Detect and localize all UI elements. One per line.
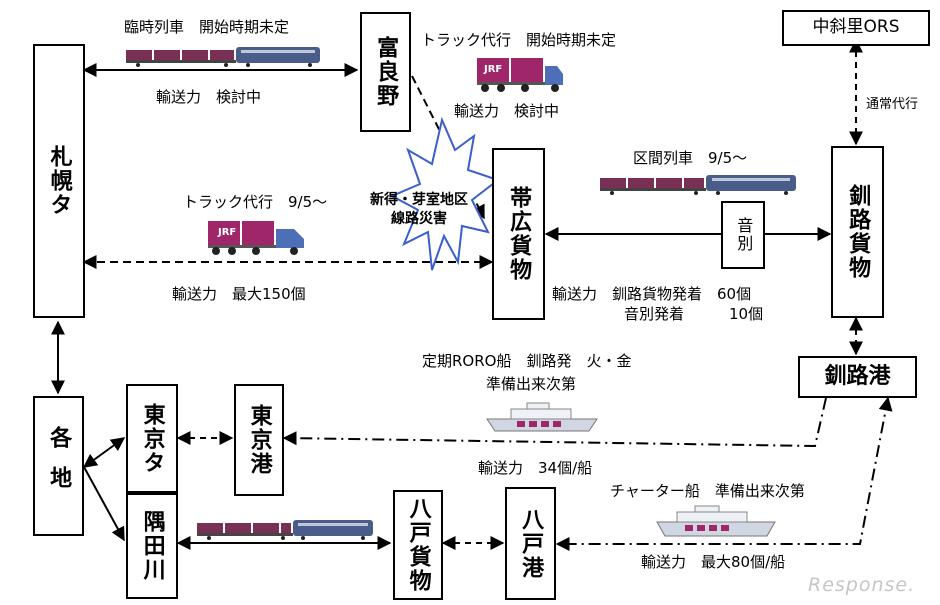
node-kakuchi: 各地	[33, 396, 84, 536]
label-section-capacity-1: 輸送力 釧路貨物発着 60個	[552, 285, 752, 303]
label-disaster: 新得・芽室地区 線路災害	[370, 192, 468, 227]
label-regular-substitute: 通常代行	[866, 97, 919, 112]
node-onbetsu: 音別	[721, 201, 765, 269]
jrf-logo-furano: JRF	[484, 64, 503, 75]
node-hachinohe-kamotsu: 八戸貨物	[393, 490, 443, 600]
response-watermark: Response.	[808, 574, 916, 596]
jrf-logo-obihiro: JRF	[218, 227, 237, 238]
node-obihiro: 帯広貨物	[492, 148, 545, 320]
label-roro-capacity: 輸送力 34個/船	[478, 459, 593, 477]
label-temp-train-capacity: 輸送力 検討中	[156, 88, 262, 106]
node-nakashari-label: 中斜里ORS	[812, 17, 900, 38]
freight-train-top	[126, 47, 320, 67]
line-kakuchi-sumidagawa	[83, 466, 125, 542]
node-hachinohe-kamotsu-label: 八戸貨物	[405, 497, 431, 593]
node-hachinohe-port-label: 八戸港	[518, 507, 544, 580]
label-section-capacity-2: 音別発着 10個	[624, 305, 764, 323]
label-roro-ship: 定期RORO船 釧路発 火・金	[422, 352, 632, 370]
node-kushiro-label: 釧路貨物	[845, 184, 871, 280]
node-onbetsu-label: 音別	[734, 217, 754, 253]
label-truck-furano: トラック代行 開始時期未定	[421, 31, 617, 49]
label-truck-obihiro: トラック代行 9/5～	[183, 193, 328, 211]
freight-train-section	[600, 175, 796, 195]
charter-ship	[656, 505, 776, 537]
node-tokyo-port-label: 東京港	[246, 404, 272, 476]
node-sumidagawa: 隅田川	[126, 493, 178, 599]
node-hachinohe-port: 八戸港	[505, 487, 556, 600]
node-furano: 富良野	[360, 12, 411, 132]
label-truck-obihiro-capacity: 輸送力 最大150個	[172, 285, 306, 303]
disaster-burst	[389, 116, 501, 271]
node-sapporo: 札幌タ	[33, 44, 85, 318]
label-charter-ship: チャーター船 準備出来次第	[610, 482, 805, 500]
node-sumidagawa-label: 隅田川	[139, 510, 165, 582]
label-section-train: 区間列車 9/5～	[633, 149, 748, 167]
label-charter-capacity: 輸送力 最大80個/船	[641, 553, 786, 571]
freight-train-bottom	[197, 520, 373, 540]
node-kushiro: 釧路貨物	[831, 146, 884, 318]
node-kushiro-port: 釧路港	[798, 356, 917, 398]
label-temp-train: 臨時列車 開始時期未定	[124, 18, 290, 36]
roro-ship	[486, 402, 598, 432]
node-sapporo-label: 札幌タ	[46, 145, 72, 217]
node-nakashari: 中斜里ORS	[782, 10, 930, 46]
node-kushiro-port-label: 釧路港	[824, 364, 891, 390]
label-truck-furano-capacity: 輸送力 検討中	[454, 102, 560, 120]
label-roro-ship-2: 準備出来次第	[486, 375, 577, 393]
node-tokyo-ta: 東京タ	[126, 384, 178, 493]
line-kushiroport-hachinohe	[555, 396, 893, 551]
node-tokyo-port: 東京港	[234, 384, 284, 496]
truck-furano	[477, 58, 563, 92]
truck-obihiro	[208, 221, 304, 255]
node-kakuchi-label: 各地	[46, 426, 72, 506]
node-furano-label: 富良野	[373, 36, 399, 108]
line-kakuchi-tokyota	[82, 437, 126, 468]
node-tokyo-ta-label: 東京タ	[139, 402, 165, 475]
node-obihiro-label: 帯広貨物	[506, 186, 532, 282]
